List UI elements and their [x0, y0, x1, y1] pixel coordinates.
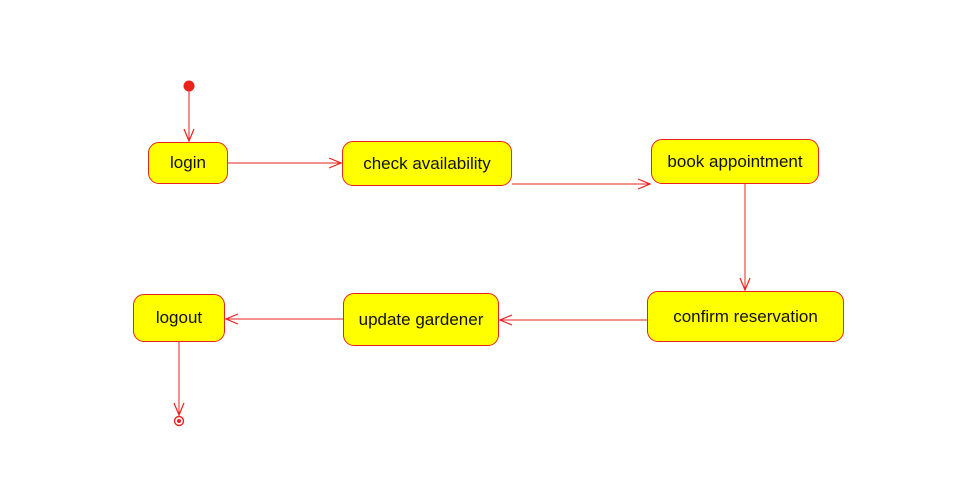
activity-label: login — [170, 153, 206, 172]
activity-book-appointment: book appointment — [651, 139, 819, 184]
activity-label: check availability — [363, 153, 491, 173]
activity-login: login — [148, 142, 228, 184]
initial-node — [183, 80, 195, 92]
activity-label: confirm reservation — [673, 306, 818, 326]
activity-logout: logout — [133, 294, 225, 342]
activity-confirm-reservation: confirm reservation — [647, 291, 844, 342]
activity-label: update gardener — [358, 309, 484, 329]
activity-update-gardener: update gardener — [343, 293, 499, 346]
activity-check-availability: check availability — [342, 141, 512, 186]
activity-label: logout — [155, 308, 203, 327]
final-node — [173, 415, 185, 427]
activity-label: book appointment — [667, 151, 803, 171]
